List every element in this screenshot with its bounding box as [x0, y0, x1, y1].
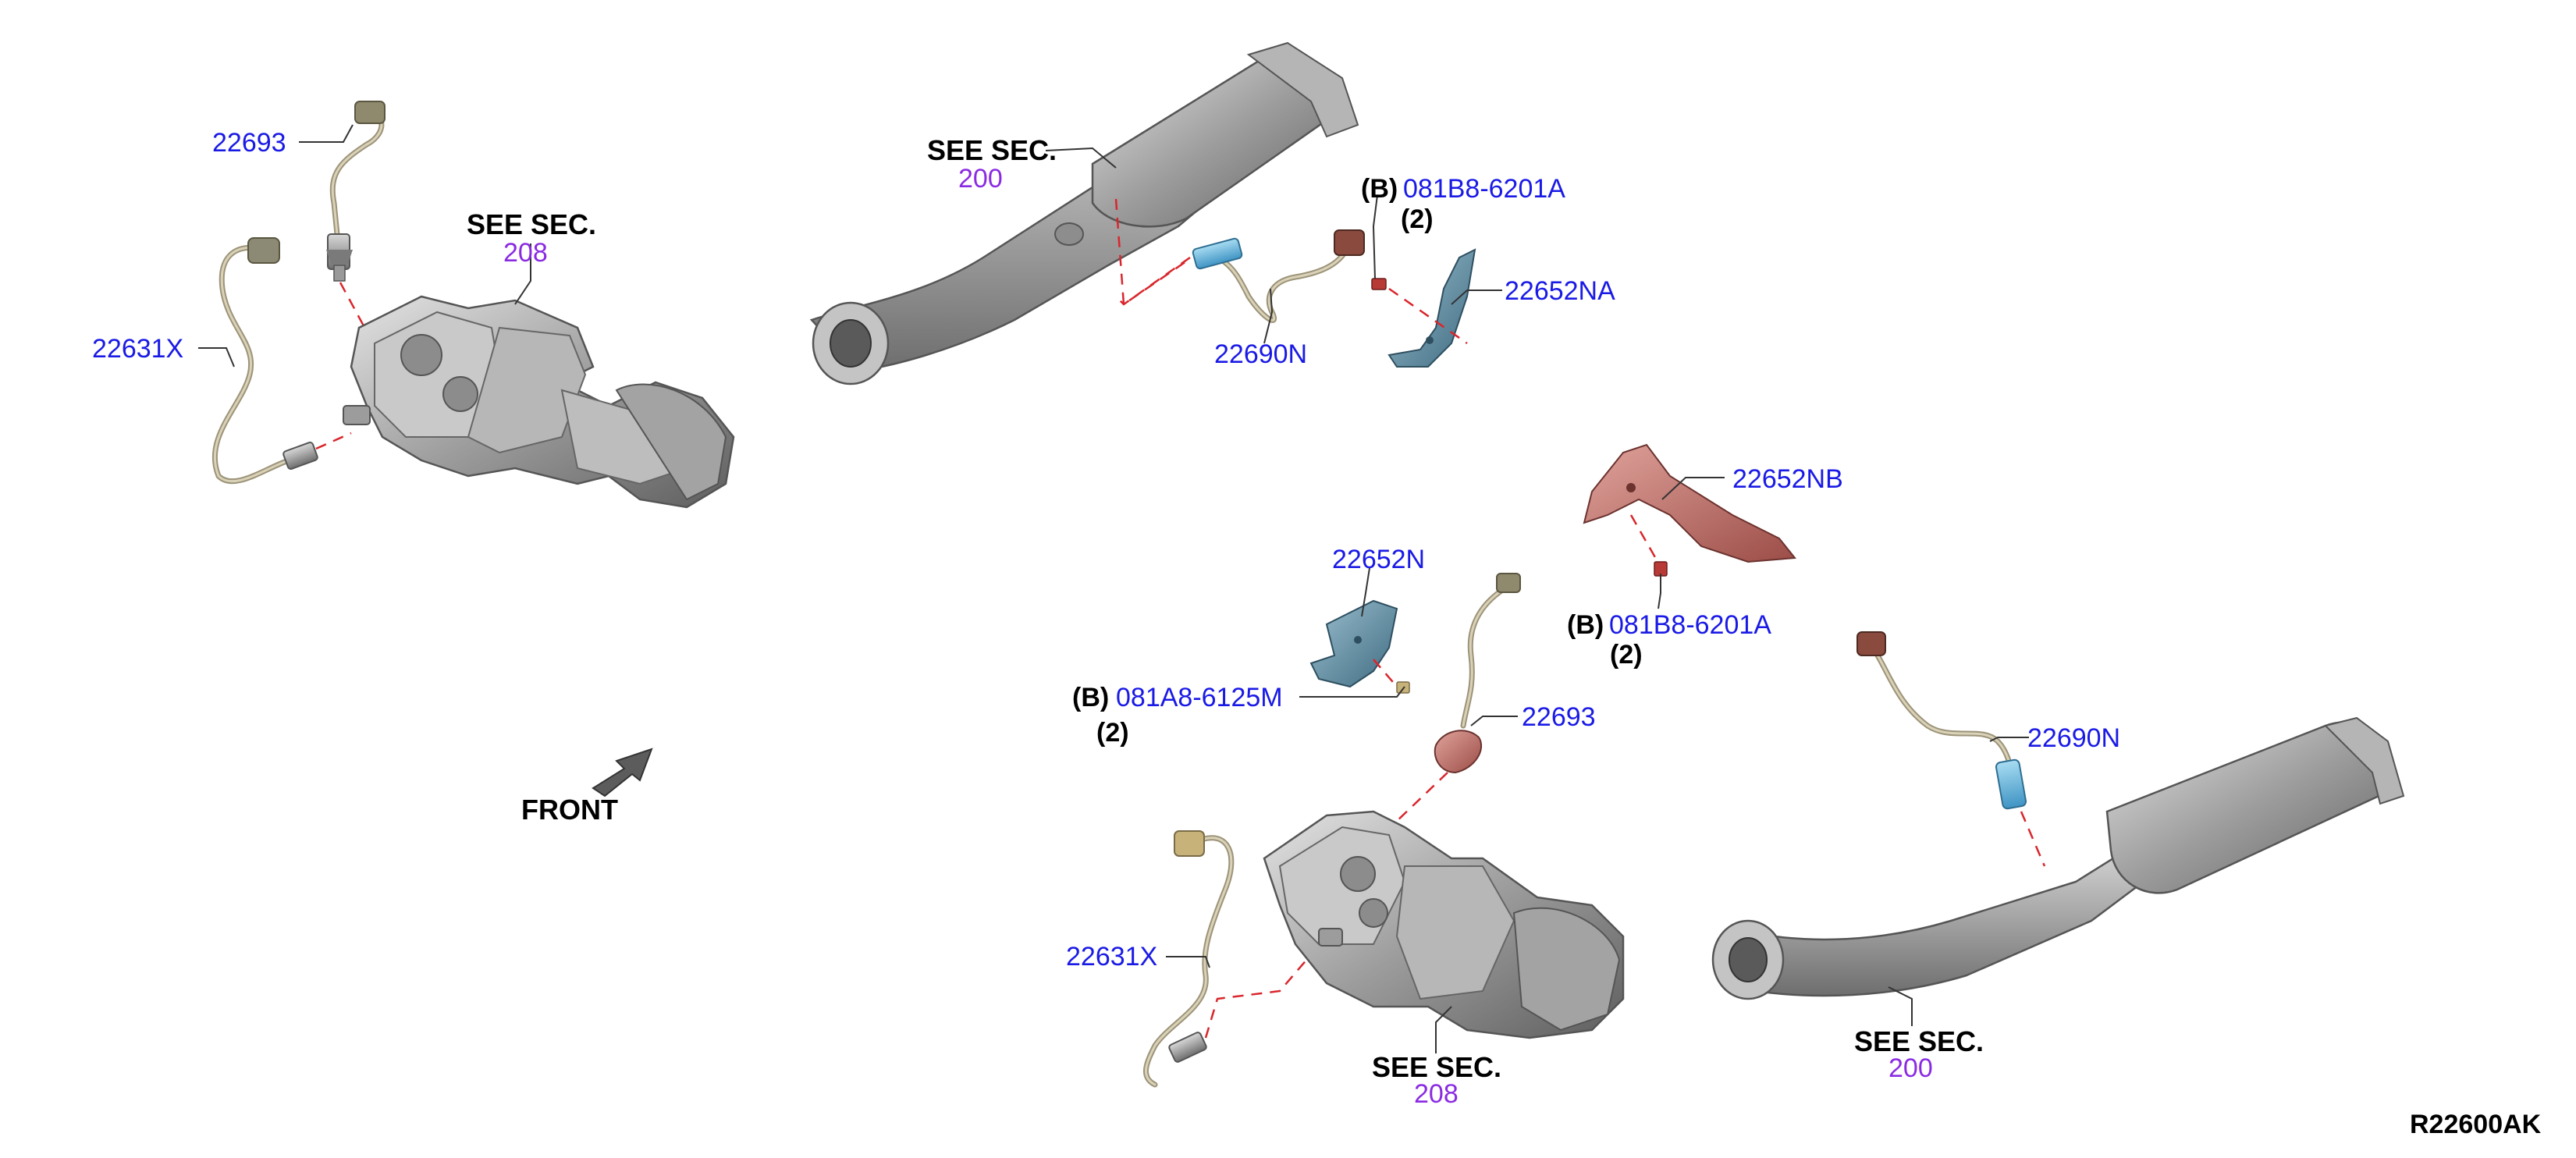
- label-22693-top[interactable]: 22693: [212, 128, 286, 158]
- front-oxygen-sensor-top: [326, 101, 386, 332]
- label-22652nb[interactable]: 22652NB: [1732, 464, 1843, 494]
- label-ref-b-low: (B): [1072, 683, 1109, 712]
- diagram-code: R22600AK: [2410, 1110, 2542, 1139]
- label-see-sec-bottom-right: SEE SEC.: [1854, 1025, 1984, 1057]
- label-sec-208-bottom[interactable]: 208: [1414, 1079, 1459, 1109]
- exhaust-manifold-catalyst-bottom: [1263, 810, 1625, 1039]
- label-qty-top: (2): [1401, 204, 1434, 234]
- label-sec-208-top[interactable]: 208: [503, 238, 548, 268]
- label-22652n[interactable]: 22652N: [1332, 545, 1425, 574]
- label-front: FRONT: [521, 794, 618, 826]
- rear-oxygen-sensor-bottom: [1856, 631, 2046, 867]
- label-22631x-top[interactable]: 22631X: [92, 334, 183, 364]
- label-081b8-6201a-mid[interactable]: 081B8-6201A: [1609, 610, 1771, 640]
- label-sec-200-bottom[interactable]: 200: [1888, 1053, 1933, 1083]
- front-oxygen-sensor-bottom: [1357, 573, 1521, 859]
- front-exhaust-tube-catalyst-top: [809, 41, 1359, 385]
- air-fuel-sensor-top: [211, 237, 352, 485]
- label-see-sec-bottom-center: SEE SEC.: [1372, 1051, 1501, 1083]
- label-22690n-bottom[interactable]: 22690N: [2027, 723, 2120, 753]
- guide-line-top-center: [1114, 198, 1187, 307]
- bracket-22652na: [1371, 248, 1476, 368]
- label-22690n-top[interactable]: 22690N: [1214, 339, 1307, 369]
- air-fuel-sensor-bottom: [1142, 830, 1327, 1088]
- label-see-sec-top-center: SEE SEC.: [927, 134, 1057, 166]
- label-qty-low: (2): [1096, 718, 1129, 748]
- label-22693-bottom[interactable]: 22693: [1522, 702, 1596, 732]
- bracket-22652n: [1309, 599, 1410, 694]
- label-081b8-6201a-top[interactable]: 081B8-6201A: [1403, 174, 1565, 204]
- label-see-sec-top-left: SEE SEC.: [467, 208, 596, 240]
- label-sec-200-top[interactable]: 200: [958, 164, 1003, 194]
- label-qty-mid: (2): [1610, 640, 1643, 670]
- rear-oxygen-sensor-top: [1115, 229, 1365, 323]
- front-arrow-icon: [592, 748, 653, 797]
- leader-lines: [198, 124, 2029, 1053]
- label-ref-b-mid: (B): [1567, 610, 1604, 640]
- label-081a8-6125m[interactable]: 081A8-6125M: [1116, 683, 1283, 712]
- label-22652na[interactable]: 22652NA: [1505, 276, 1615, 306]
- label-ref-b-top: (B): [1361, 174, 1398, 204]
- front-exhaust-tube-catalyst-bottom: [1711, 716, 2405, 1000]
- label-22631x-bottom[interactable]: 22631X: [1066, 942, 1157, 972]
- exhaust-manifold-catalyst-top: [343, 295, 735, 509]
